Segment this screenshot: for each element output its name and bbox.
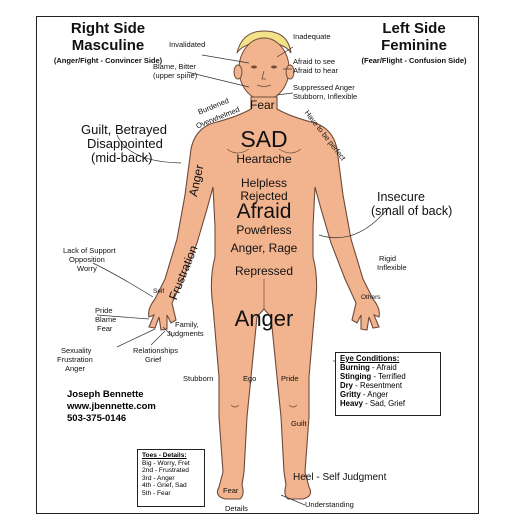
label-repressed: Repressed — [235, 265, 293, 278]
diagram-frame: Right Side Masculine (Anger/Fight - Conv… — [36, 16, 479, 514]
label-opposition: Opposition — [69, 256, 105, 264]
right-side-title: Right Side — [53, 21, 163, 37]
label-stubborn: Stubborn — [183, 375, 213, 383]
label-fear-neck: Fear — [250, 99, 275, 112]
contact-block: Joseph Bennette www.jbennette.com 503-37… — [67, 389, 156, 425]
label-inadequate: Inadequate — [293, 33, 331, 41]
eye-row-key: Stinging — [340, 372, 371, 381]
label-fear-hand: Fear — [97, 325, 112, 333]
label-inflexible: Inflexible — [377, 264, 407, 272]
label-frustration: Frustration — [57, 356, 93, 364]
label-anger-big: Anger — [235, 307, 294, 330]
label-anger-small: Anger — [65, 365, 85, 373]
toes-row: 5th - Fear — [142, 490, 200, 498]
toes-box-title: Toes - Details: — [142, 452, 200, 460]
label-sad: SAD — [240, 127, 287, 151]
label-ego: Ego — [243, 375, 256, 383]
label-sexuality: Sexuality — [61, 347, 91, 355]
label-afraid: Afraid — [237, 201, 292, 223]
right-eye-shape — [251, 66, 257, 69]
label-small-of-back: (small of back) — [371, 205, 452, 218]
toes-row: 4th - Grief, Sad — [142, 482, 200, 490]
label-blame: Blame — [95, 316, 116, 324]
eye-row-key: Dry — [340, 381, 353, 390]
label-suppressed-anger: Suppressed Anger — [293, 84, 355, 92]
label-details: Details — [225, 505, 248, 513]
label-guilt-betrayed: Guilt, Betrayed — [81, 123, 167, 137]
label-self: Self — [153, 289, 164, 296]
label-guilt: Guilt — [291, 420, 306, 428]
label-rigid: Rigid — [379, 255, 396, 263]
label-relationships: Relationships — [133, 347, 178, 355]
eye-row-key: Burning — [340, 363, 370, 372]
eye-row-value: - Afraid — [370, 363, 397, 372]
contact-phone: 503-375-0146 — [67, 413, 156, 425]
label-stubborn-inflexible: Stubborn, Inflexible — [293, 93, 357, 101]
left-side-note: (Fear/Flight - Confusion Side) — [359, 57, 469, 65]
leader-sexuality — [117, 329, 155, 347]
label-anger-rage: Anger, Rage — [231, 242, 298, 255]
label-lack-of-support: Lack of Support — [63, 247, 116, 255]
toes-row: 2nd - Frustrated — [142, 467, 200, 475]
label-insecure: Insecure — [377, 191, 425, 204]
label-afraid-hear: Afraid to hear — [293, 67, 338, 75]
toes-row: Big - Worry, Fret — [142, 460, 200, 468]
label-others: Others — [361, 295, 381, 302]
label-fear-foot: Fear — [223, 487, 238, 495]
eye-row-value: - Terrified — [371, 372, 406, 381]
eye-row-value: - Resentment — [353, 381, 402, 390]
label-pride-leg: Pride — [281, 375, 299, 383]
toes-row: 3rd - Anger — [142, 475, 200, 483]
label-afraid-see: Afraid to see — [293, 58, 335, 66]
label-understanding: Understanding — [305, 501, 354, 509]
contact-name: Joseph Bennette — [67, 389, 156, 401]
label-grief: Grief — [145, 356, 161, 364]
right-side-note: (Anger/Fight - Convincer Side) — [53, 57, 163, 65]
label-powerless: Powerless — [236, 224, 291, 237]
head-shape — [239, 38, 289, 100]
label-invalidated: Invalidated — [169, 41, 205, 49]
eye-row-value: - Anger — [361, 390, 388, 399]
label-blame-bitter: Blame, Bitter — [153, 63, 196, 71]
label-family: Family, — [175, 321, 199, 329]
label-judgments: Judgments — [167, 330, 204, 338]
label-mid-back: (mid-back) — [91, 151, 152, 165]
label-heel: Heel - Self Judgment — [293, 473, 386, 484]
eye-row-key: Heavy — [340, 399, 363, 408]
leader-relationships — [151, 331, 165, 345]
contact-website[interactable]: www.jbennette.com — [67, 401, 156, 413]
label-upper-spine: (upper spine) — [153, 72, 197, 80]
right-side-subtitle: Masculine — [53, 38, 163, 54]
toes-details-box: Toes - Details: Big - Worry, Fret 2nd - … — [137, 449, 205, 507]
eye-conditions-box: Eye Conditions: Burning - Afraid Stingin… — [335, 352, 441, 416]
left-side-subtitle: Feminine — [359, 38, 469, 54]
label-heartache: Heartache — [236, 153, 291, 166]
right-ear-shape — [234, 65, 242, 79]
leader-lack — [93, 263, 153, 297]
label-helpless: Helpless — [241, 177, 287, 190]
label-worry: Worry — [77, 265, 97, 273]
eye-row-value: - Sad, Grief — [363, 399, 405, 408]
label-disappointed: Disappointed — [87, 137, 163, 151]
eye-row-key: Gritty — [340, 390, 361, 399]
left-side-title: Left Side — [359, 21, 469, 37]
left-eye-shape — [271, 66, 277, 69]
label-pride: Pride — [95, 307, 113, 315]
eye-row-heavy: Heavy - Sad, Grief — [340, 400, 436, 409]
